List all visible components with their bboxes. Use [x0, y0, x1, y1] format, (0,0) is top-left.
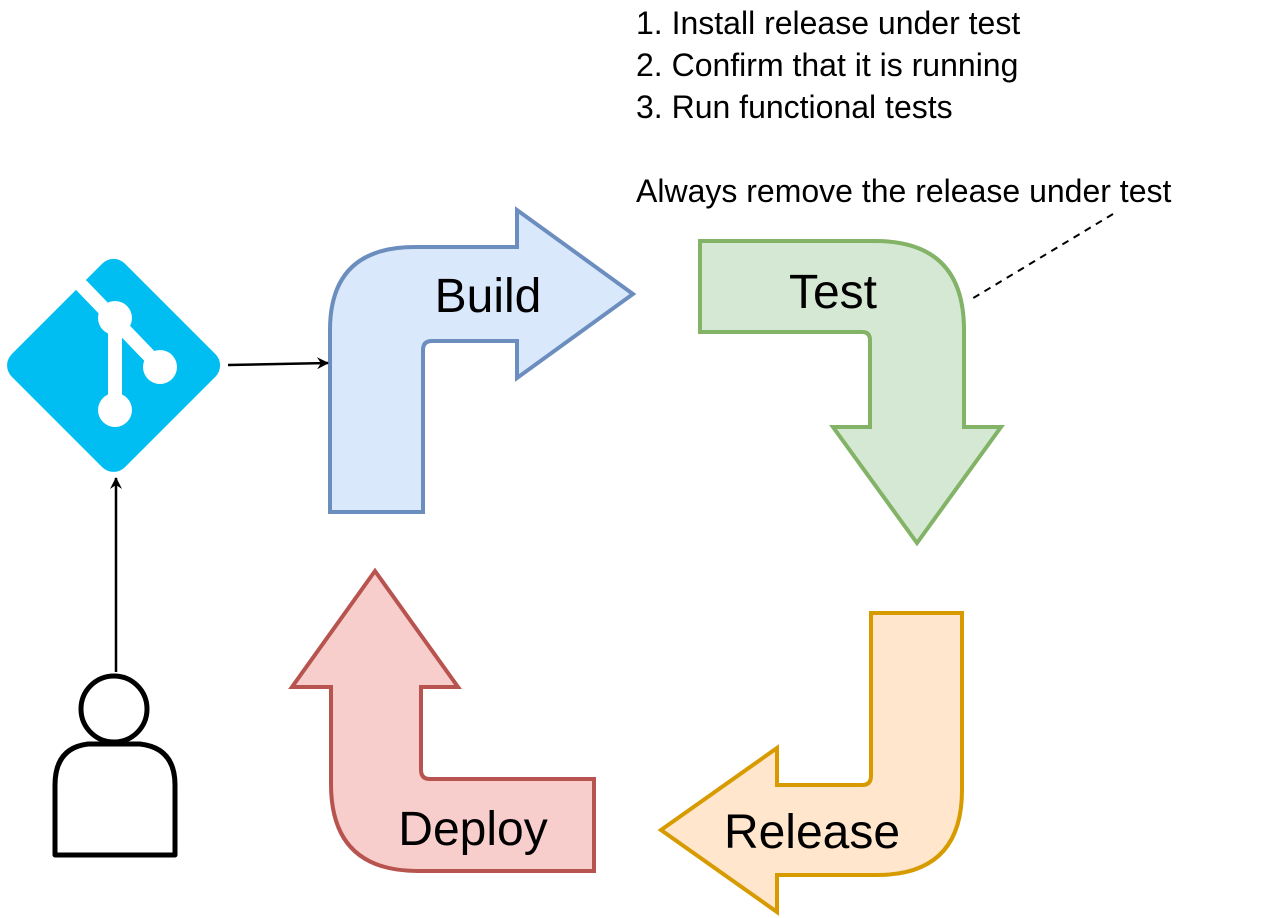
- step-2-text: 2. Confirm that it is running: [636, 47, 1018, 83]
- user-icon: [52, 673, 178, 858]
- git-logo-icon: [7, 258, 221, 472]
- git-to-build-connector: [227, 357, 329, 370]
- note-callout-line: [969, 213, 1114, 301]
- test-stage-label: Test: [789, 266, 877, 319]
- build-stage-arrow: [328, 206, 637, 514]
- step-3-text: 3. Run functional tests: [636, 89, 953, 125]
- deploy-stage-arrow: [288, 567, 596, 873]
- test-steps-list: 1. Install release under test 2. Confirm…: [636, 5, 1020, 125]
- build-stage-label: Build: [435, 270, 542, 323]
- test-cleanup-note: Always remove the release under test: [636, 173, 1171, 209]
- deploy-stage-label: Deploy: [398, 803, 547, 856]
- test-stage-arrow: [698, 239, 1005, 547]
- release-stage-arrow: [657, 611, 964, 916]
- step-1-text: 1. Install release under test: [636, 5, 1020, 41]
- release-stage-label: Release: [724, 806, 900, 859]
